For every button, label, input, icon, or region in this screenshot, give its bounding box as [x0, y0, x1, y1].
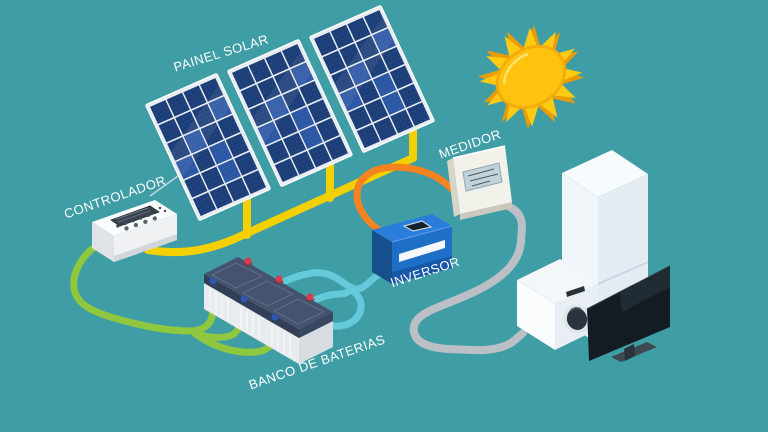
- sun-icon: [477, 24, 585, 130]
- meter-display: [462, 162, 503, 192]
- controller-device: [92, 200, 177, 262]
- tv-icon: [586, 265, 671, 362]
- wire-batteries-to-inverter: [268, 269, 382, 330]
- controller-buttons: [116, 206, 167, 228]
- inverter-display: [402, 220, 433, 232]
- inverter-vent-strip: [399, 240, 445, 262]
- washer-door: [566, 308, 588, 330]
- inverter-device: [372, 214, 453, 284]
- wire-inverter-to-meter: [353, 163, 456, 236]
- wire-meter-to-appliances: [409, 200, 527, 355]
- washer-detergent-slot: [566, 286, 585, 297]
- wire-pv-to-controller: [144, 124, 417, 257]
- meter-device: [447, 145, 512, 220]
- washing-machine-icon: [517, 259, 598, 350]
